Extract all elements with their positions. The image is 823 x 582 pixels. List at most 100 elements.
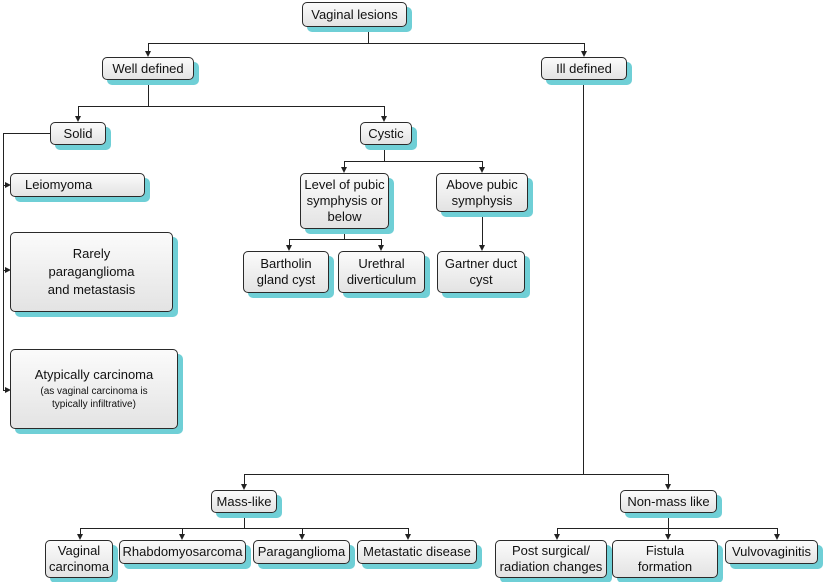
node-label: Paraganglioma [257, 544, 346, 559]
connector-line [408, 528, 409, 534]
connector-line [668, 528, 669, 534]
node-note: (as vaginal carcinoma is typically infil… [40, 386, 148, 410]
node-label: Solid [63, 125, 93, 141]
connector-line [3, 133, 50, 134]
arrowhead [479, 167, 485, 173]
arrowhead [75, 116, 81, 122]
connector-line [583, 80, 584, 474]
node-label: Urethral diverticulum [346, 256, 417, 287]
connector-line [289, 239, 381, 240]
arrowhead [381, 116, 387, 122]
arrowhead [665, 484, 671, 490]
arrowhead [405, 534, 411, 540]
connector-line [344, 161, 345, 168]
node-label: Rarely paraganglioma and metastasis [47, 246, 136, 297]
node-solid: Solid [50, 122, 106, 145]
connector-line [302, 528, 303, 534]
arrowhead [77, 534, 83, 540]
arrowhead [5, 181, 11, 188]
connector-line [384, 106, 385, 117]
connector-line [557, 528, 777, 529]
connector-line [344, 229, 345, 239]
connector-line [78, 106, 79, 117]
connector-line [244, 474, 245, 485]
node-cystic: Cystic [360, 122, 412, 145]
node-label: Fistula formation [637, 543, 693, 574]
arrowhead [5, 266, 11, 273]
node-post-surgical-radiation: Post surgical/ radiation changes [495, 540, 607, 578]
node-label: Post surgical/ radiation changes [499, 543, 603, 574]
connector-line [244, 474, 668, 475]
arrowhead [774, 534, 780, 540]
connector-line [381, 239, 382, 245]
arrowhead [341, 167, 347, 173]
node-fistula-formation: Fistula formation [612, 540, 718, 578]
connector-line [482, 212, 483, 246]
node-label: Cystic [368, 125, 404, 141]
connector-line [182, 528, 183, 534]
connector-line [384, 145, 385, 161]
arrowhead [378, 245, 384, 251]
node-label: Metastatic disease [363, 544, 471, 559]
node-label: Vaginal carcinoma [49, 543, 109, 574]
connector-line [289, 239, 290, 245]
node-leiomyoma: Leiomyoma [10, 173, 145, 197]
node-above-pubic-symphysis: Above pubic symphysis [436, 173, 528, 212]
node-label: Mass-like [216, 493, 272, 509]
node-label: Well defined [112, 60, 184, 76]
node-label: Leiomyoma [25, 177, 93, 192]
arrowhead [479, 245, 485, 251]
arrowhead [241, 484, 247, 490]
arrowhead [665, 534, 671, 540]
node-vaginal-lesions: Vaginal lesions [302, 2, 407, 27]
connector-line [148, 43, 584, 44]
node-label: Vaginal lesions [311, 6, 398, 22]
node-rarely-paraganglioma: Rarely paraganglioma and metastasis [10, 232, 173, 312]
node-label: Non-mass like [627, 493, 710, 509]
node-vulvovaginitis: Vulvovaginitis [725, 540, 818, 564]
node-non-mass-like: Non-mass like [620, 490, 717, 513]
connector-line [3, 270, 6, 271]
connector-line [148, 80, 149, 106]
node-label: Level of pubic symphysis or below [304, 177, 385, 224]
node-paraganglioma: Paraganglioma [253, 540, 350, 564]
node-label: Ill defined [556, 60, 612, 76]
node-atypically-carcinoma: Atypically carcinoma (as vaginal carcino… [10, 349, 178, 429]
node-label: Vulvovaginitis [731, 544, 811, 559]
connector-line [80, 528, 81, 534]
connector-line [584, 43, 585, 51]
node-label: Rhabdomyosarcoma [122, 544, 243, 559]
arrowhead [145, 51, 151, 57]
connector-line [244, 513, 245, 528]
connector-line [3, 133, 4, 390]
connector-line [482, 161, 483, 168]
arrowhead [299, 534, 305, 540]
node-well-defined: Well defined [102, 57, 194, 80]
connector-line [344, 161, 482, 162]
connector-line [3, 390, 6, 391]
connector-line [668, 474, 669, 485]
node-label: Atypically carcinoma [34, 367, 154, 382]
node-level-pubic-symphysis: Level of pubic symphysis or below [300, 173, 389, 229]
node-label: Above pubic symphysis [446, 176, 518, 208]
node-bartholin-gland-cyst: Bartholin gland cyst [243, 251, 329, 293]
node-vaginal-carcinoma: Vaginal carcinoma [45, 540, 113, 578]
connector-line [80, 528, 408, 529]
arrowhead [581, 51, 587, 57]
arrowhead [554, 534, 560, 540]
node-rhabdomyosarcoma: Rhabdomyosarcoma [119, 540, 246, 564]
node-metastatic-disease: Metastatic disease [357, 540, 477, 564]
connector-line [3, 185, 6, 186]
node-mass-like: Mass-like [211, 490, 277, 513]
node-label: Gartner duct cyst [444, 256, 518, 287]
arrowhead [286, 245, 292, 251]
connector-line [777, 528, 778, 534]
node-gartner-duct-cyst: Gartner duct cyst [437, 251, 525, 293]
arrowhead [179, 534, 185, 540]
node-urethral-diverticulum: Urethral diverticulum [338, 251, 425, 293]
connector-line [148, 43, 149, 51]
connector-line [668, 513, 669, 528]
arrowhead [5, 386, 11, 393]
node-label: Bartholin gland cyst [256, 256, 316, 287]
node-ill-defined: Ill defined [541, 57, 627, 80]
